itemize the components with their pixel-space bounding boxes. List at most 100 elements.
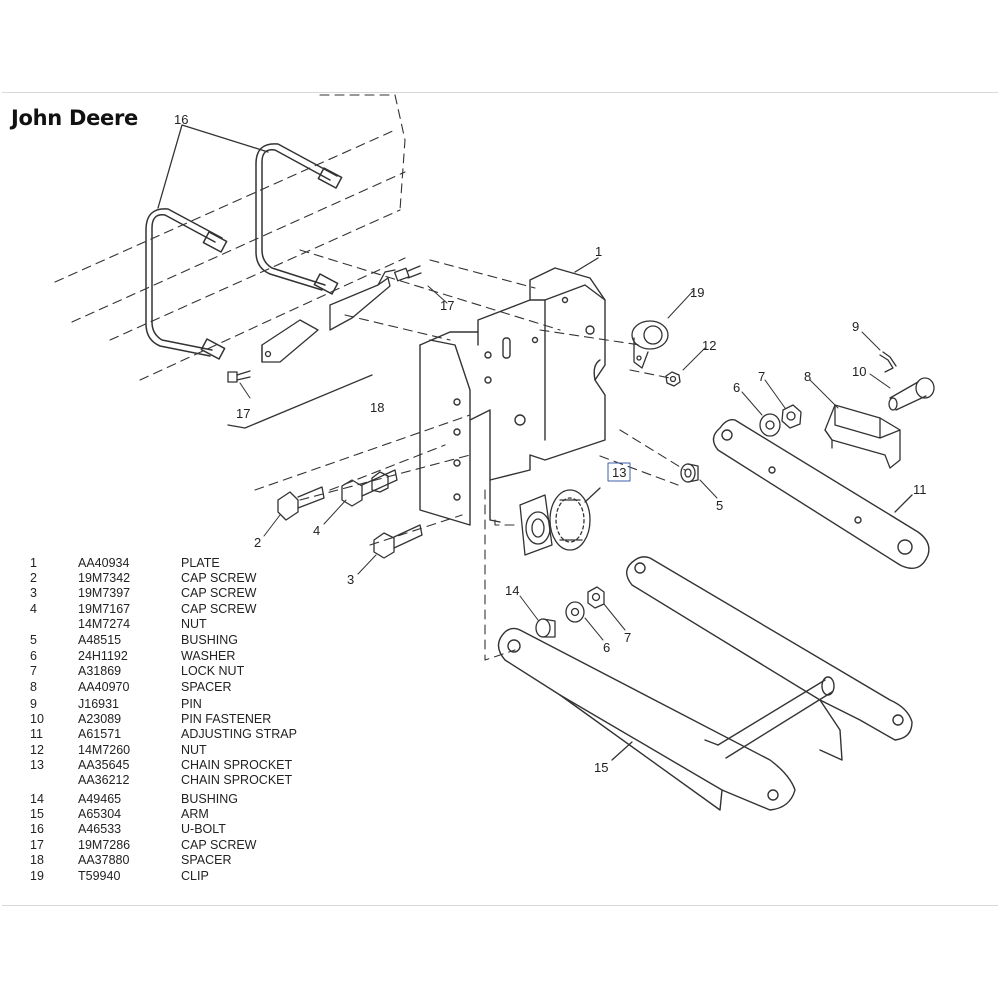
assembly-dashed-lines xyxy=(54,94,686,661)
part-number: 19M7342 xyxy=(78,571,131,585)
plate-leader xyxy=(574,257,599,273)
strap-leader xyxy=(894,494,913,513)
callout-17-upper: 17 xyxy=(440,298,454,313)
part-number-index: 11 xyxy=(30,727,43,741)
callout-6-lower: 6 xyxy=(603,640,610,655)
callout-15: 15 xyxy=(594,760,608,775)
cap-screw-4-with-nut xyxy=(341,469,398,507)
u-bolt-rear xyxy=(255,143,343,295)
sprocket-leader xyxy=(584,487,601,503)
part-number: A65304 xyxy=(78,807,122,821)
pin-9 xyxy=(879,351,897,373)
parts-list-row: AA36212 CHAIN SPROCKET xyxy=(30,773,330,788)
part-description: ARM xyxy=(181,807,209,821)
part-description: PIN FASTENER xyxy=(181,712,272,726)
part-description: PLATE xyxy=(181,556,220,570)
callout-18: 18 xyxy=(370,400,384,415)
callout-6-upper: 6 xyxy=(733,380,740,395)
part-number: AA36212 xyxy=(78,773,130,787)
spacer-wedge xyxy=(261,319,319,363)
part-number-index: 8 xyxy=(30,680,37,694)
part-description: SPACER xyxy=(181,680,232,694)
parts-list-row: 15 A65304 ARM xyxy=(30,807,330,822)
part-description: CAP SCREW xyxy=(181,602,257,616)
part-number-index: 2 xyxy=(30,571,37,585)
part-number: 14M7274 xyxy=(78,617,131,631)
callout-1: 1 xyxy=(595,244,602,259)
cap-screw-3 xyxy=(373,524,423,559)
part-description: LOCK NUT xyxy=(181,664,245,678)
callout-14: 14 xyxy=(505,583,519,598)
u-bolt-leader xyxy=(157,124,269,209)
nut-12 xyxy=(665,371,681,387)
part-number-index: 7 xyxy=(30,664,37,678)
cap-screw-17-upper xyxy=(394,265,422,282)
part-description: NUT xyxy=(181,617,207,631)
part-number: A31869 xyxy=(78,664,122,678)
bushing-14 xyxy=(535,618,556,638)
parts-list-row: 14M7274 NUT xyxy=(30,617,330,632)
part-number: A61571 xyxy=(78,727,122,741)
spacer-bracket xyxy=(329,269,396,331)
part-number-index: 14 xyxy=(30,792,44,806)
part-description: PIN xyxy=(181,697,202,711)
part-number: 14M7260 xyxy=(78,743,131,757)
main-plate xyxy=(419,267,606,526)
parts-list-row: 7 A31869 LOCK NUT xyxy=(30,664,330,679)
part-number-index: 18 xyxy=(30,853,44,867)
lock-nut-7-upper xyxy=(781,404,802,429)
part-leaders xyxy=(239,285,891,641)
chain-sprocket xyxy=(519,489,591,556)
callout-3: 3 xyxy=(347,572,354,587)
part-number: A23089 xyxy=(78,712,122,726)
part-number-index: 9 xyxy=(30,697,37,711)
part-description: CHAIN SPROCKET xyxy=(181,758,293,772)
callout-16: 16 xyxy=(174,112,188,127)
parts-list-row: 2 19M7342 CAP SCREW xyxy=(30,571,330,586)
part-number: A46533 xyxy=(78,822,122,836)
part-number-index: 1 xyxy=(30,556,37,570)
callout-17-lower: 17 xyxy=(236,406,250,421)
washer-6-lower xyxy=(565,601,585,623)
part-description: CAP SCREW xyxy=(181,586,257,600)
part-description: CLIP xyxy=(181,869,209,883)
spacer-leader xyxy=(227,374,373,429)
parts-list-row: 19 T59940 CLIP xyxy=(30,869,330,884)
cap-screw-17-lower xyxy=(227,370,251,383)
part-description: SPACER xyxy=(181,853,232,867)
part-number: T59940 xyxy=(78,869,121,883)
part-number: 24H1192 xyxy=(78,649,128,663)
part-number: 19M7286 xyxy=(78,838,131,852)
lock-nut-7-lower xyxy=(587,586,605,609)
clip xyxy=(631,320,669,369)
callout-7-upper: 7 xyxy=(758,369,765,384)
callout-9: 9 xyxy=(852,319,859,334)
adjusting-strap xyxy=(712,418,930,569)
pin-fastener-10 xyxy=(888,377,935,411)
callout-10: 10 xyxy=(852,364,866,379)
callout-8: 8 xyxy=(804,369,811,384)
callout-13: 13 xyxy=(612,465,626,480)
part-description: CHAIN SPROCKET xyxy=(181,773,293,787)
u-bolt-front xyxy=(145,208,228,360)
sprocket-callout-box xyxy=(607,462,631,482)
part-number: 19M7397 xyxy=(78,586,131,600)
part-description: CAP SCREW xyxy=(181,571,257,585)
part-description: BUSHING xyxy=(181,792,238,806)
part-number-index: 15 xyxy=(30,807,44,821)
part-description: WASHER xyxy=(181,649,236,663)
part-number-index: 19 xyxy=(30,869,44,883)
brand-title: John Deere xyxy=(11,106,138,130)
callout-12: 12 xyxy=(702,338,716,353)
